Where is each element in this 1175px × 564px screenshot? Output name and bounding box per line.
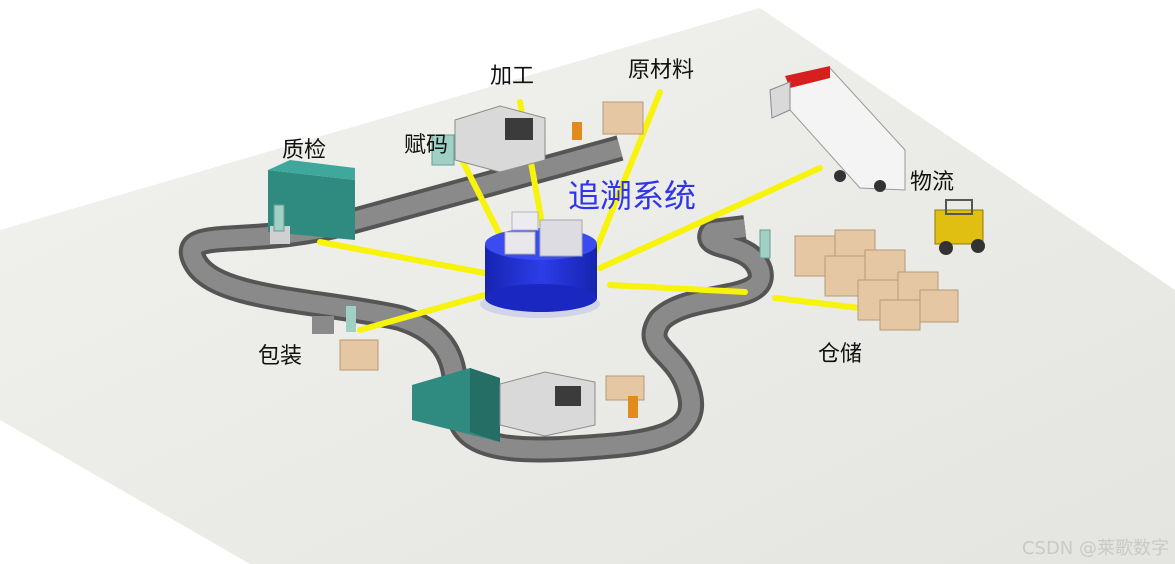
link-coding [459,157,508,248]
traceability-system-title: 追溯系统 [568,177,697,215]
processing-machine-bottom [499,371,645,437]
link-logistics [597,165,823,271]
bottom-enclosure [412,368,500,442]
label-raw-material: 原材料 [628,58,695,83]
traceability-hub [480,211,600,318]
logistics-truck [769,66,906,192]
label-warehousing: 仓储 [818,342,863,367]
workers [273,204,771,259]
processing-machine-top [431,105,546,173]
link-warehouse-row [772,295,863,311]
link-warehousing [607,282,748,295]
link-quality-check [317,239,498,278]
packaging-station [312,306,379,371]
link-raw-material [587,89,663,268]
conveyor-belt-surface [182,139,770,459]
label-processing: 加工 [490,64,535,89]
forklift [934,199,985,255]
label-coding: 赋码 [404,133,449,158]
hub-server-block-1 [504,231,536,255]
label-packaging: 包装 [258,344,303,369]
watermark: CSDN @莱歌数字 [1021,538,1169,559]
label-quality-check: 质检 [282,138,327,163]
link-packaging [357,289,498,333]
hub-server-block-3 [511,211,539,231]
hub-server-block-2 [539,219,583,257]
label-logistics: 物流 [910,170,955,195]
raw-material-stack [572,101,644,140]
warehouse-shelves [794,229,959,331]
